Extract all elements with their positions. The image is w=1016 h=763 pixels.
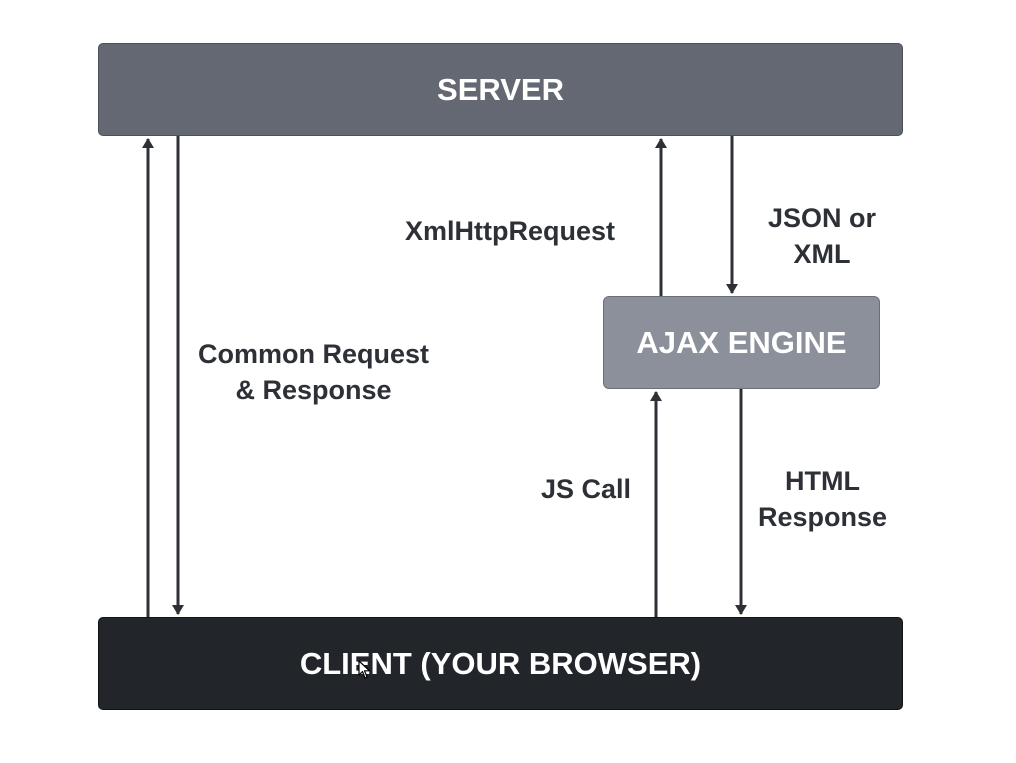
edge-label-xmlhttprequest: XmlHttpRequest [405,213,615,249]
ajax-engine-label: AJAX ENGINE [636,324,847,360]
edge-label-html-response-line1: HTML [785,466,860,496]
edge-label-json-xml: JSON or XML [760,200,884,272]
server-node: SERVER [98,43,903,136]
client-label: CLIENT (YOUR BROWSER) [299,645,702,681]
mouse-cursor-icon [358,660,371,679]
edge-label-js-call-text: JS Call [541,474,632,504]
edge-label-json-xml-line2: XML [793,239,851,269]
ajax-engine-node: AJAX ENGINE [603,296,880,389]
edge-label-common-request-line1: Common Request [198,339,430,369]
edge-label-common-request-line2: & Response [235,375,392,405]
edge-label-html-response: HTML Response [750,463,895,535]
server-label: SERVER [437,71,564,107]
edge-label-js-call: JS Call [541,471,631,507]
edge-label-html-response-line2: Response [757,502,888,532]
edge-label-json-xml-line1: JSON or [767,203,877,233]
edge-label-common-request: Common Request & Response [198,336,429,408]
edge-label-xmlhttprequest-text: XmlHttpRequest [405,216,616,246]
client-node: CLIENT (YOUR BROWSER) [98,617,903,710]
